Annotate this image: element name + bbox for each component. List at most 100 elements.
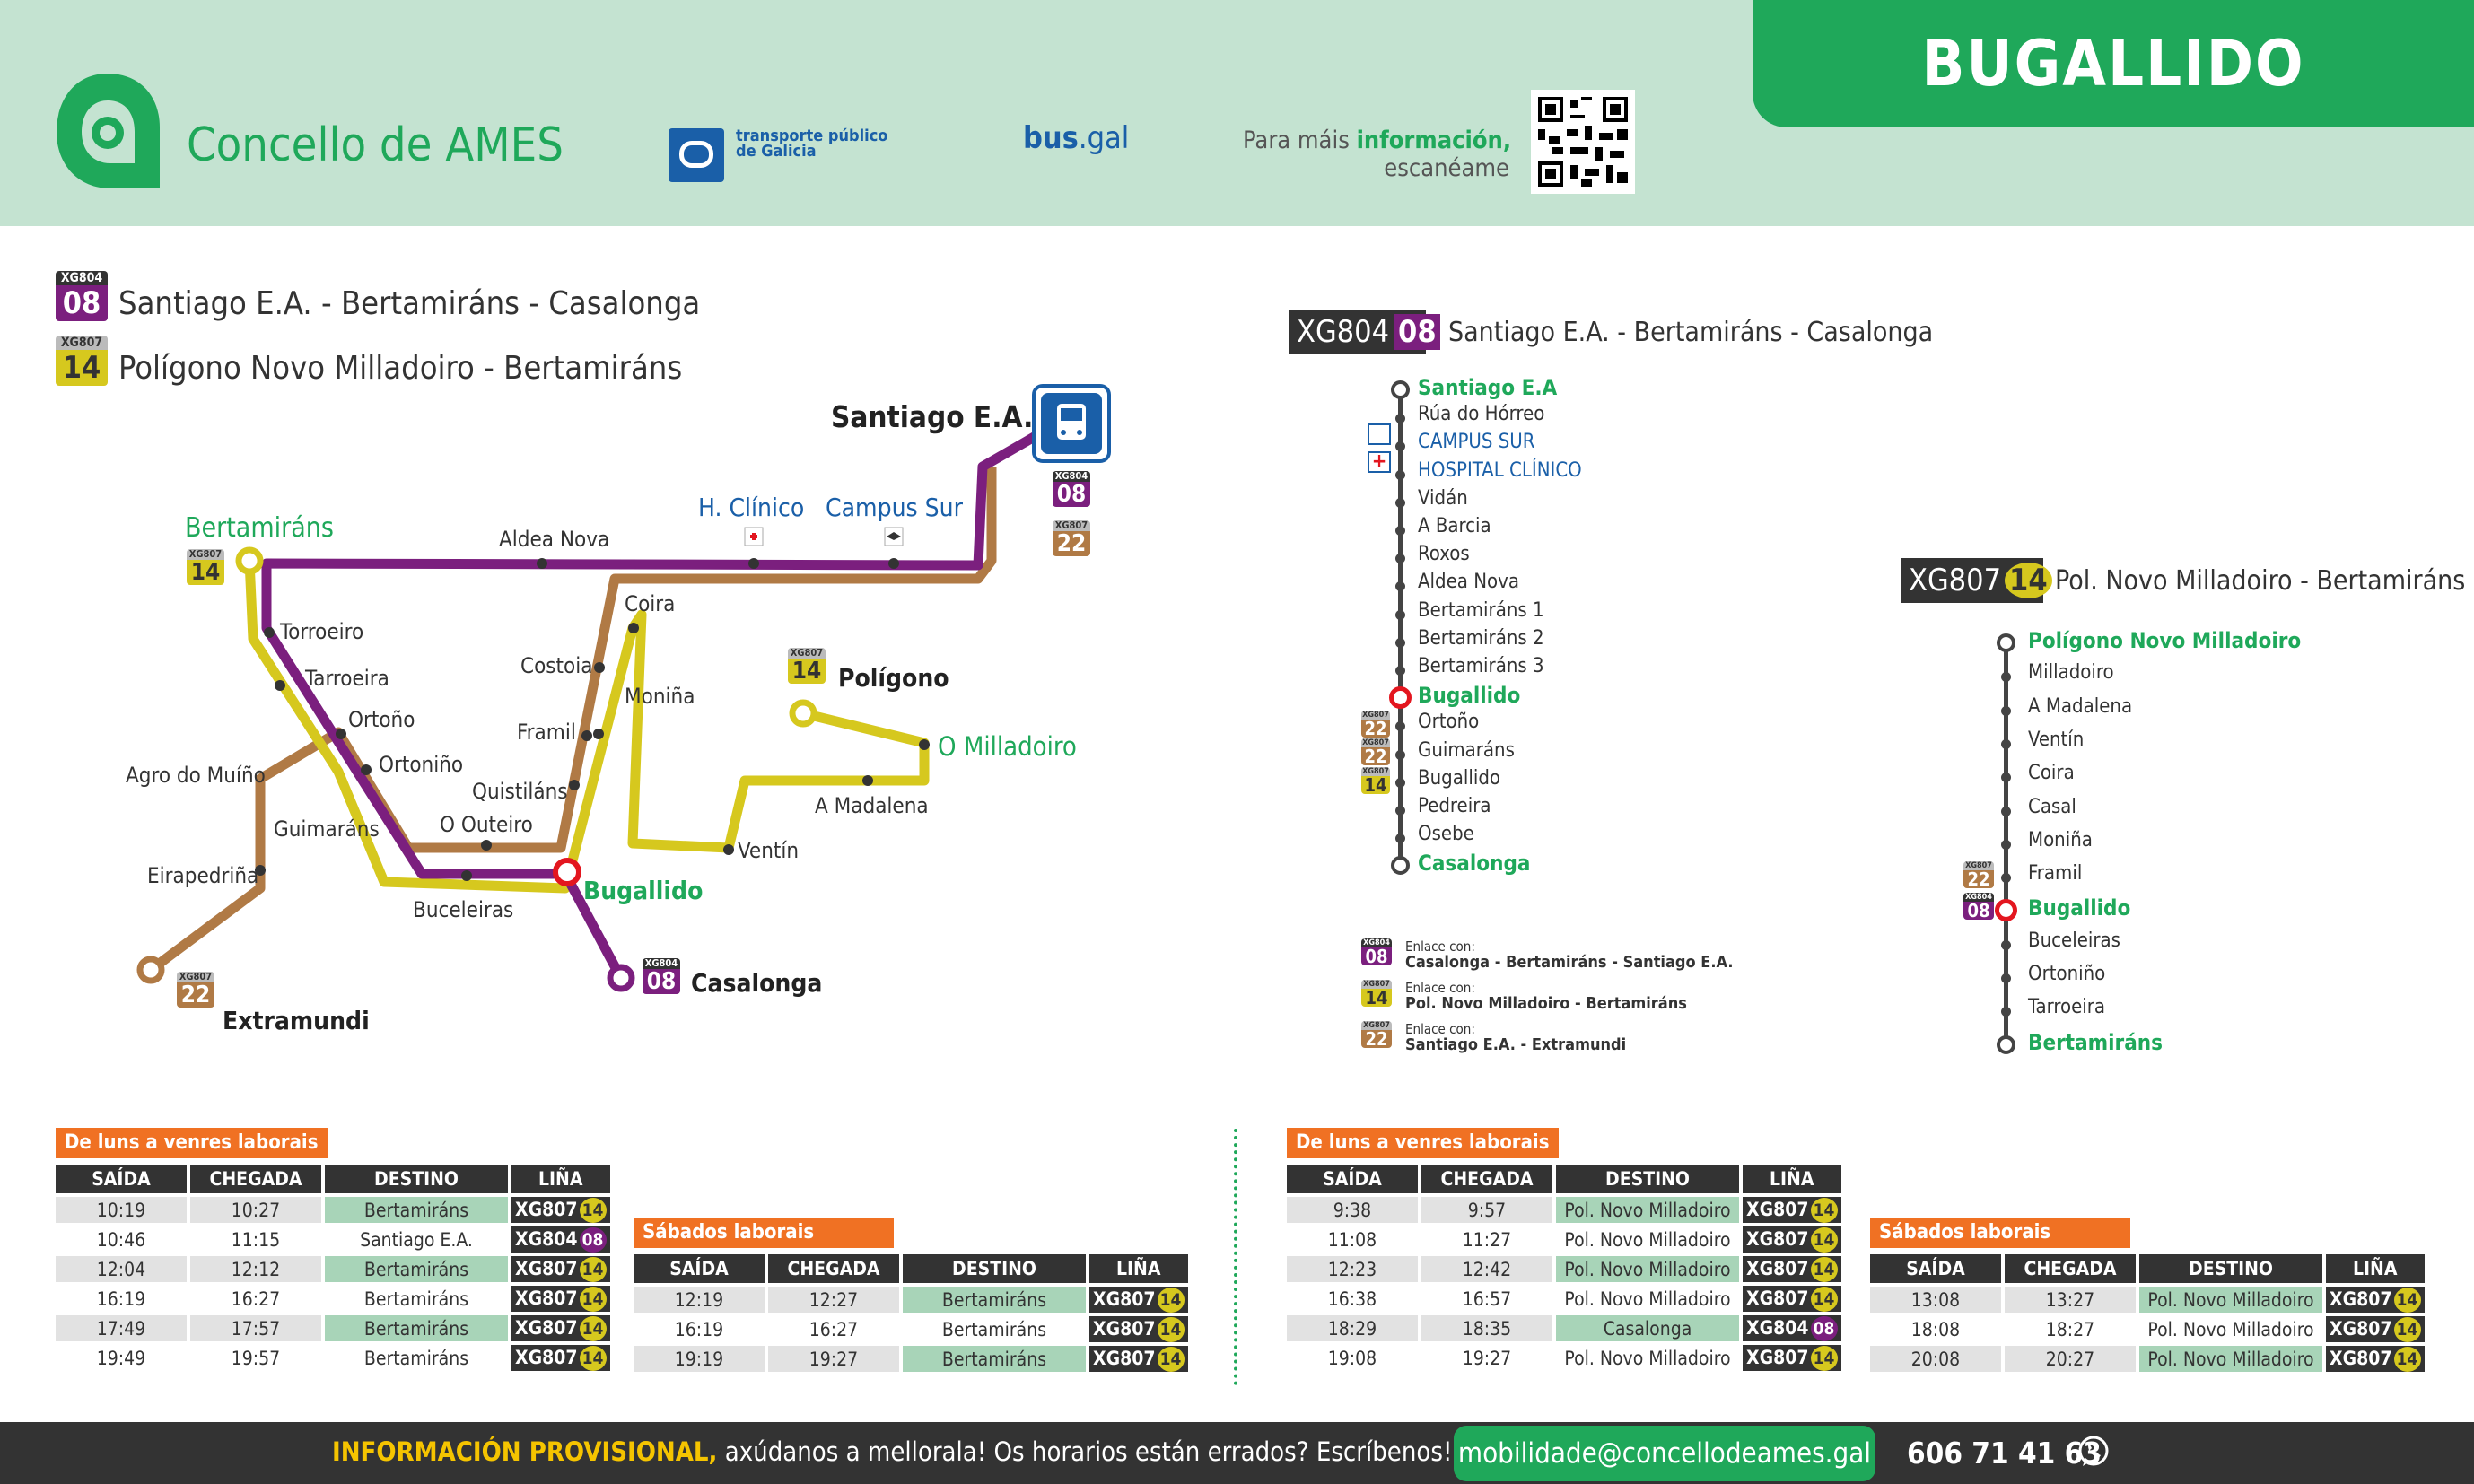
line-num: 08 xyxy=(1810,1315,1838,1341)
departure-time: 10:19 xyxy=(56,1197,187,1223)
col-header: SAÍDA xyxy=(1287,1165,1418,1193)
strip-stop-dot xyxy=(1395,609,1405,620)
strip-stop-dot xyxy=(2001,773,2011,783)
strip-stop-label: Bertamiráns xyxy=(2028,1029,2163,1055)
line-num: 14 xyxy=(1157,1287,1185,1313)
line-num: 14 xyxy=(1157,1346,1185,1372)
footer-phone[interactable]: 606 71 41 63 xyxy=(1907,1436,2102,1471)
destination: Bertamiráns xyxy=(325,1256,508,1282)
tpg-line1: transporte público xyxy=(736,127,888,145)
tpg-logo-icon xyxy=(669,128,724,182)
t4-label: Sábados laborais xyxy=(1870,1218,2130,1248)
strip-stop-label: Bertamiráns 1 xyxy=(1418,598,1544,622)
strip-stop-label: Casal xyxy=(2028,795,2076,818)
line-code: XG807 xyxy=(515,1257,578,1279)
arrival-time: 16:27 xyxy=(231,1288,281,1310)
col-header: SAÍDA xyxy=(634,1254,765,1283)
line-num: 14 xyxy=(579,1345,607,1371)
strip-stop-dot xyxy=(2001,839,2011,850)
footer-body: axúdanos a mellorala! Os horarios están … xyxy=(717,1436,1461,1467)
map-label-santiago: Santiago E.A. xyxy=(831,399,1034,434)
info-line2: escanéame xyxy=(1384,154,1509,182)
strip-stop-label: Ortoniño xyxy=(2028,963,2106,985)
footer-bold: INFORMACIÓN PROVISIONAL, xyxy=(332,1436,718,1467)
arrival-time: 17:57 xyxy=(190,1315,321,1341)
departure-time: 18:29 xyxy=(1287,1315,1418,1341)
col-header: LIÑA xyxy=(1743,1165,1841,1193)
strip-stop-label: Bertamiráns 3 xyxy=(1418,655,1544,677)
arrival-time: 12:27 xyxy=(768,1287,899,1313)
departure-time: 20:08 xyxy=(1870,1346,2001,1372)
strip-stop-label: CAMPUS SUR xyxy=(1418,431,1535,454)
strip-stop-label: Roxos xyxy=(1418,543,1470,566)
org-name: Concello de AMES xyxy=(187,118,564,172)
strip-stop-dot xyxy=(1395,806,1405,816)
line-num: 14 xyxy=(1810,1226,1838,1253)
map-label-monina: Moniña xyxy=(625,684,695,709)
qr-code-icon[interactable] xyxy=(1531,90,1635,194)
terminus-extramundi xyxy=(136,956,165,984)
col-header: LIÑA xyxy=(2326,1254,2425,1283)
line-code: XG807 xyxy=(2330,1317,2392,1340)
line-code: XG807 xyxy=(515,1316,578,1339)
campus-icon xyxy=(1368,423,1391,445)
col-header: CHEGADA xyxy=(190,1165,321,1193)
map-label-eirapedrina: Eirapedriña xyxy=(147,863,259,888)
line-num: 14 xyxy=(1810,1286,1838,1312)
strip-stop-label: Ventín xyxy=(2028,728,2085,751)
strip-stop-dot xyxy=(2001,738,2011,749)
strip-stop-label: Bugallido xyxy=(1418,766,1500,790)
map-label-aldea-nova: Aldea Nova xyxy=(499,527,610,552)
strip-stop-label: Guimaráns xyxy=(1418,738,1515,762)
divider xyxy=(1234,1129,1237,1385)
strip-stop-label: Osebe xyxy=(1418,823,1474,846)
strip-stop-dot xyxy=(1395,554,1405,564)
line-code: XG807 xyxy=(2330,1347,2392,1369)
line-code: XG807 xyxy=(1746,1198,1809,1220)
map-label-quistilans: Quistiláns xyxy=(472,779,568,804)
strip-stop-dot xyxy=(1395,749,1405,760)
line-code: XG807 xyxy=(2330,1288,2392,1310)
line14-name: Polígono Novo Milladoiro - Bertamiráns xyxy=(118,350,683,387)
strip-stop-dot xyxy=(1395,777,1405,788)
map-label-buceleiras: Buceleiras xyxy=(413,897,514,922)
info-prefix: Para máis xyxy=(1243,127,1357,154)
arrival-time: 19:27 xyxy=(1462,1347,1512,1369)
col-header: SAÍDA xyxy=(1870,1254,2001,1283)
strip14-code: XG807 xyxy=(1909,563,2002,598)
arrival-time: 10:27 xyxy=(190,1197,321,1223)
departure-time: 12:23 xyxy=(1287,1256,1418,1282)
footer-email[interactable]: mobilidade@concellodeames.gal xyxy=(1454,1426,1875,1481)
destination: Pol. Novo Milladoiro xyxy=(1564,1288,1731,1310)
strip-stop-dot xyxy=(1995,899,2017,922)
strip-stop-dot xyxy=(1395,581,1405,592)
strip-stop-dot xyxy=(1395,441,1405,452)
strip-stop-label: Ortoño xyxy=(1418,711,1480,734)
arrival-time: 18:27 xyxy=(2045,1318,2095,1340)
strip-stop-label: A Madalena xyxy=(2028,694,2133,718)
strip-stop-dot xyxy=(2001,672,2011,683)
map-label-a-madalena: A Madalena xyxy=(815,793,929,818)
destination: Pol. Novo Milladoiro xyxy=(2147,1318,2314,1340)
strip-stop-label: Pedreira xyxy=(1418,795,1491,817)
line-num: 08 xyxy=(579,1226,607,1253)
strip-stop-dot xyxy=(1395,469,1405,480)
